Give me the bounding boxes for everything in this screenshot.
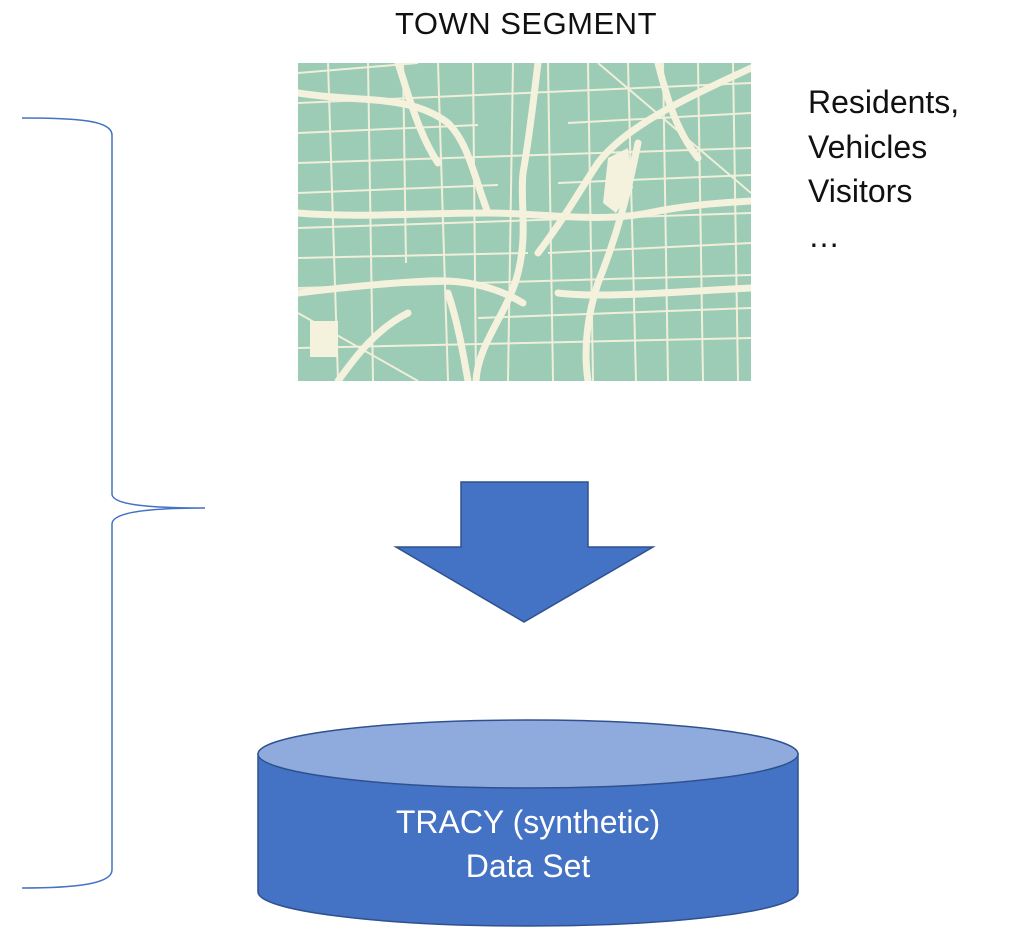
plaza-block bbox=[310, 321, 338, 357]
town-map-image bbox=[298, 63, 751, 381]
map-title: TOWN SEGMENT bbox=[394, 6, 658, 41]
database-label-line1: TRACY (synthetic) bbox=[395, 804, 661, 840]
database-label: TRACY (synthetic) Data Set bbox=[258, 800, 798, 888]
database-label-line2: Data Set bbox=[465, 848, 591, 884]
park-block bbox=[603, 148, 633, 213]
entity-item: Vehicles bbox=[808, 128, 928, 165]
entity-item: … bbox=[808, 217, 840, 254]
minor-streets bbox=[298, 63, 751, 381]
entity-list: Residents, Vehicles Visitors … bbox=[808, 80, 959, 258]
entity-item: Residents, bbox=[808, 84, 960, 120]
entity-item: Visitors bbox=[808, 173, 913, 209]
